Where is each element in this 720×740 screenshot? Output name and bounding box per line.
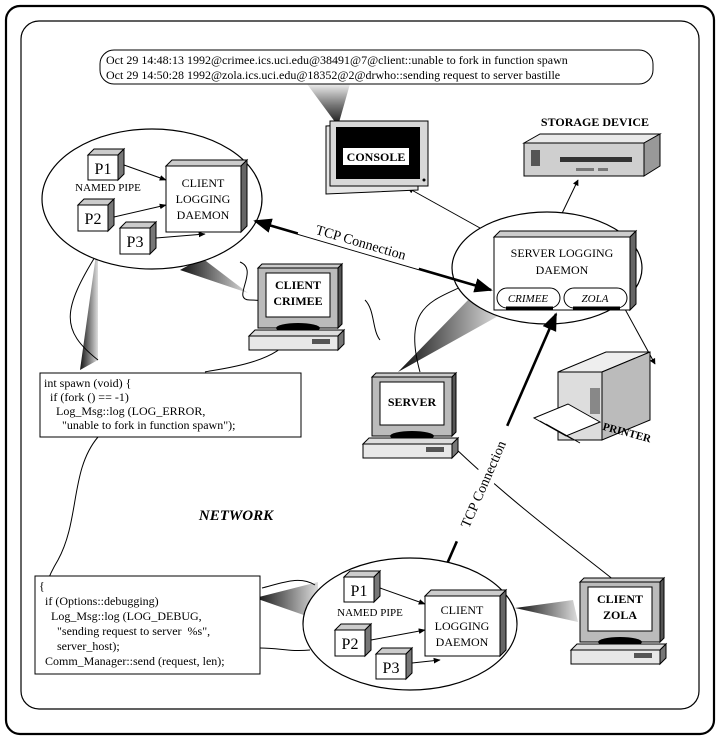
server-daemon-line-2: DAEMON xyxy=(536,263,589,277)
net-line-5 xyxy=(364,299,381,341)
zola-computer-line-2: ZOLA xyxy=(603,608,637,622)
console-label: CONSOLE xyxy=(347,150,406,164)
code-bottom-line-1: { xyxy=(39,579,45,593)
zola-client-logging-daemon: CLIENT LOGGING DAEMON xyxy=(423,588,508,658)
code-snippet-spawn: int spawn (void) { if (fork () == -1) Lo… xyxy=(39,372,302,438)
log-line-1: Oct 29 14:48:13 1992@crimee.ics.uci.edu@… xyxy=(106,53,568,67)
server-host-zola: ZOLA xyxy=(582,293,609,305)
code-top-line-4: "unable to fork in function spawn"); xyxy=(44,418,235,432)
crimee-process-p2: P2 xyxy=(76,197,116,233)
crimee-named-pipe-label: NAMED PIPE xyxy=(75,182,141,194)
client-zola-computer: CLIENT ZOLA xyxy=(569,576,668,666)
console-monitor: CONSOLE xyxy=(325,120,429,195)
network-label: NETWORK xyxy=(198,508,274,524)
code-bottom-line-3: Log_Msg::log (LOG_DEBUG, xyxy=(39,609,202,623)
code-top-line-3: Log_Msg::log (LOG_ERROR, xyxy=(44,404,205,418)
zola-p2-to-daemon xyxy=(370,628,426,641)
server-logging-daemon: SERVER LOGGING DAEMON CRIMEE ZOLA xyxy=(492,229,638,312)
zola-process-p2: P2 xyxy=(333,622,373,658)
zola-process-p3: P3 xyxy=(374,646,414,681)
storage-device: STORAGE DEVICE xyxy=(522,115,662,177)
zola-p3-to-daemon xyxy=(411,657,441,664)
zola-daemon-line-2: LOGGING xyxy=(435,619,490,633)
crimee-client-logging-daemon: CLIENT LOGGING DAEMON xyxy=(164,158,249,234)
crimee-callout-cone xyxy=(180,258,248,293)
net-line-1 xyxy=(69,251,99,361)
outer-frame xyxy=(4,4,716,736)
zola-daemon-line-1: CLIENT xyxy=(441,603,484,617)
client-crimee-computer: CLIENT CRIMEE xyxy=(247,262,346,352)
tcp-top-label-bg xyxy=(297,214,425,270)
zola-p1-label: P1 xyxy=(351,583,368,600)
zola-p2-label: P2 xyxy=(342,636,359,653)
zola-p1-to-daemon xyxy=(379,587,426,605)
zola-callout-cone xyxy=(515,600,578,622)
zola-named-pipe-label: NAMED PIPE xyxy=(337,607,403,619)
zola-computer-line-1: CLIENT xyxy=(597,592,643,606)
code-bottom-line-5: server_host); xyxy=(39,639,120,653)
crimee-daemon-line-2: LOGGING xyxy=(176,192,231,206)
crimee-computer-line-1: CLIENT xyxy=(275,278,321,292)
crimee-daemon-line-3: DAEMON xyxy=(177,208,230,222)
code-top-line-1: int spawn (void) { xyxy=(44,376,131,390)
server-computer: SERVER xyxy=(361,371,460,460)
log-line-2: Oct 29 14:50:28 1992@zola.ics.uci.edu@18… xyxy=(106,68,560,82)
crimee-computer-line-2: CRIMEE xyxy=(273,294,322,308)
code-snippet-debugging: { if (Options::debugging) Log_Msg::log (… xyxy=(34,575,261,675)
tcp-bottom-label-bg xyxy=(448,422,518,546)
crimee-process-p1: P1 xyxy=(86,147,126,182)
crimee-p3-label: P3 xyxy=(127,234,144,251)
crimee-p1-label: P1 xyxy=(95,161,112,178)
crimee-daemon-line-1: CLIENT xyxy=(182,176,225,190)
net-line-8 xyxy=(261,579,316,589)
crimee-p2-to-daemon xyxy=(113,203,167,218)
code-bottom-callout-cone xyxy=(255,582,318,620)
code-bottom-line-2: if (Options::debugging) xyxy=(39,594,159,608)
code-bottom-line-4: "sending request to server %s", xyxy=(39,624,210,638)
zola-daemon-line-3: DAEMON xyxy=(436,635,489,649)
log-output-balloon: Oct 29 14:48:13 1992@crimee.ics.uci.edu@… xyxy=(99,49,654,85)
crimee-p1-to-daemon xyxy=(123,164,167,181)
crimee-p2-label: P2 xyxy=(85,211,102,228)
net-line-4 xyxy=(259,647,311,652)
code-top-line-2: if (fork () == -1) xyxy=(44,390,129,404)
zola-p3-label: P3 xyxy=(383,660,400,677)
server-daemon-line-1: SERVER LOGGING xyxy=(511,246,614,260)
zola-process-p1: P1 xyxy=(342,569,382,604)
crimee-p3-to-daemon xyxy=(155,231,206,239)
storage-device-label: STORAGE DEVICE xyxy=(541,115,649,129)
console-callout-cone xyxy=(307,84,350,126)
code-bottom-line-6: Comm_Manager::send (request, len); xyxy=(39,654,225,668)
server-computer-label: SERVER xyxy=(388,395,437,409)
code-top-callout-cone xyxy=(80,240,98,370)
server-host-crimee: CRIMEE xyxy=(508,293,549,305)
crimee-process-p3: P3 xyxy=(118,220,158,256)
